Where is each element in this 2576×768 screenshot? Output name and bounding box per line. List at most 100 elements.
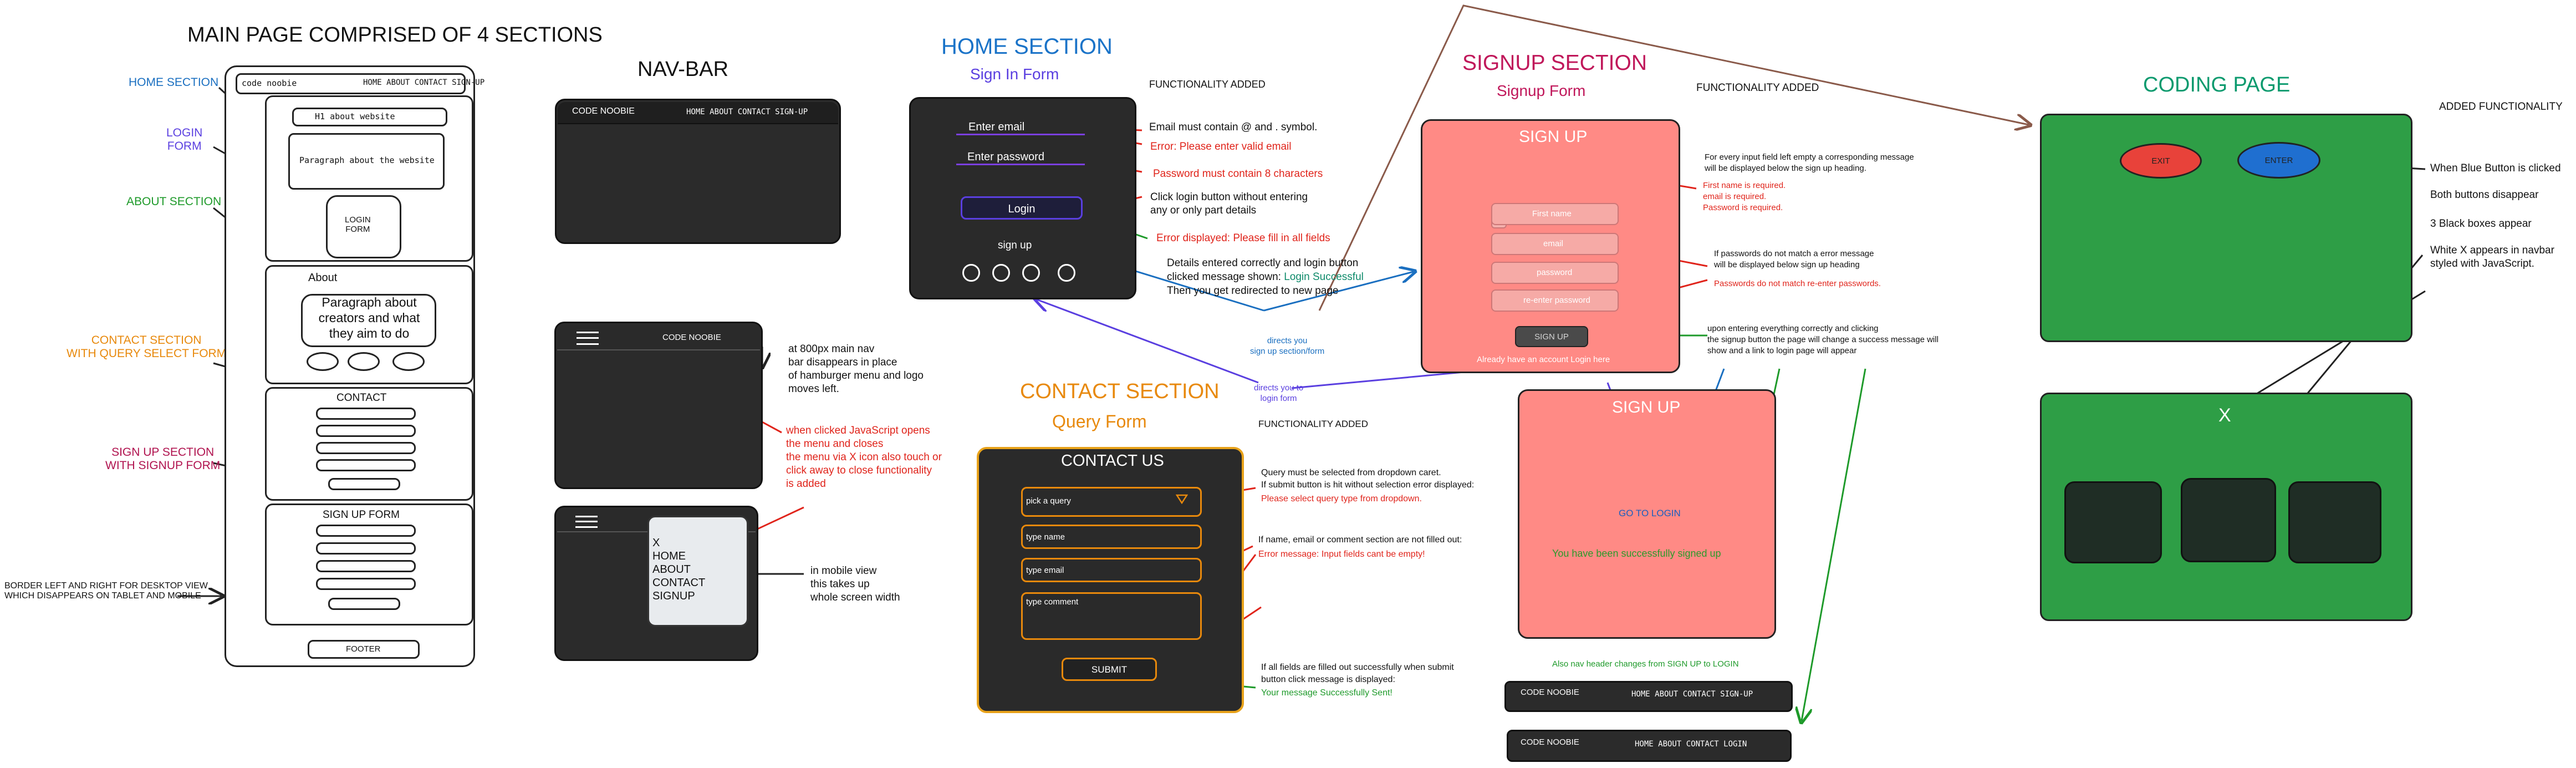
label-home-section: HOME SECTION: [129, 76, 219, 89]
mobile-menu-home[interactable]: HOME: [652, 550, 686, 562]
navbar-title: NAV-BAR: [637, 58, 729, 81]
note-signup-required: First name is required. email is require…: [1703, 181, 1786, 212]
signup-success-message: You have been successfully signed up: [1552, 548, 1721, 559]
code-box: [2288, 481, 2381, 563]
note-contact-success-msg: Your message Successfully Sent!: [1261, 688, 1392, 698]
wireframe-nav-logo: code noobie: [242, 78, 297, 88]
wireframe-title: MAIN PAGE COMPRISED OF 4 SECTIONS: [187, 23, 603, 47]
wireframe-h1: [292, 108, 447, 126]
signup-functionality-heading: FUNCTIONALITY ADDED: [1696, 82, 1819, 94]
note-coding-x: White X appears in navbar styled with Ja…: [2430, 245, 2554, 269]
note-navbar-800: at 800px main nav bar disappears in plac…: [788, 343, 924, 395]
social-circle[interactable]: [962, 264, 980, 282]
signup-nav-after-links: HOME ABOUT CONTACT LOGIN: [1635, 740, 1747, 749]
label-about-section: ABOUT SECTION: [126, 195, 222, 208]
note-signup-match-error: Passwords do not match re-enter password…: [1714, 279, 1881, 288]
email-input-contact[interactable]: type email: [1021, 558, 1202, 582]
query-select-value: pick a query: [1026, 496, 1071, 506]
signup-nav-before-links: HOME ABOUT CONTACT SIGN-UP: [1631, 690, 1753, 699]
social-circle[interactable]: [992, 264, 1010, 282]
wireframe-contact-field: [316, 425, 416, 437]
repassword-input-signup[interactable]: re-enter password: [1491, 289, 1619, 312]
note-email: Email must contain @ and . symbol.: [1149, 121, 1318, 133]
home-section-title: HOME SECTION: [941, 34, 1113, 59]
wireframe-about-text: Paragraph about creators and what they a…: [318, 295, 420, 340]
wireframe-contact-field: [316, 408, 416, 420]
wireframe-signup-field: [316, 525, 416, 537]
firstname-input[interactable]: First name: [1491, 203, 1619, 225]
close-icon[interactable]: X: [2218, 405, 2231, 426]
signup-link[interactable]: sign up: [998, 240, 1032, 251]
name-input[interactable]: type name: [1021, 525, 1202, 549]
login-here-link[interactable]: Already have an account Login here: [1477, 355, 1610, 364]
mobile-menu-close[interactable]: X: [652, 537, 660, 549]
social-circle[interactable]: [1058, 264, 1075, 282]
caret-down-icon[interactable]: [1176, 494, 1188, 504]
contact-section-title: CONTACT SECTION: [1020, 380, 1220, 403]
comment-input[interactable]: type comment: [1021, 592, 1202, 640]
submit-button[interactable]: SUBMIT: [1062, 658, 1157, 681]
enter-button[interactable]: ENTER: [2237, 142, 2320, 179]
wireframe-signup-field: [316, 542, 416, 555]
signup-nav-before-logo: CODE NOOBIE: [1521, 688, 1579, 697]
coding-page-title: CODING PAGE: [2143, 73, 2291, 96]
label-signup-section: SIGN UP SECTION WITH SIGNUP FORM: [105, 446, 221, 472]
email-input-signup[interactable]: email: [1491, 233, 1619, 255]
note-signup-match: If passwords do not match a error messag…: [1714, 249, 1874, 269]
note-coding-blue: When Blue Button is clicked: [2430, 162, 2561, 174]
contact-functionality-heading: FUNCTIONALITY ADDED: [1258, 419, 1369, 429]
label-login-form: LOGIN FORM: [166, 126, 203, 152]
home-functionality-heading: FUNCTIONALITY ADDED: [1149, 79, 1266, 90]
email-input[interactable]: Enter email: [956, 121, 1085, 135]
navbar-desktop-links: HOME ABOUT CONTACT SIGN-UP: [686, 108, 808, 116]
note-query-error: Please select query type from dropdown.: [1261, 494, 1422, 503]
note-directs-signup: directs you sign up section/form: [1250, 336, 1325, 356]
note-password: Password must contain 8 characters: [1153, 168, 1323, 180]
mobile-menu-about[interactable]: ABOUT: [652, 563, 691, 576]
signup-nav-after-logo: CODE NOOBIE: [1521, 738, 1579, 747]
wireframe-contact-field: [316, 459, 416, 471]
hamburger-icon[interactable]: [575, 516, 598, 528]
navbar-desktop-logo: CODE NOOBIE: [572, 106, 635, 116]
wireframe-signup-title: SIGN UP FORM: [323, 509, 400, 521]
signup-section-subtitle: Signup Form: [1497, 82, 1586, 99]
note-signup-empty: For every input field left empty a corre…: [1705, 152, 1914, 173]
signup-success-mock: [1518, 389, 1776, 639]
wireframe-contact-title: CONTACT: [336, 392, 387, 404]
wireframe-footer: [308, 640, 420, 659]
note-query: Query must be selected from dropdown car…: [1261, 468, 1475, 490]
password-input-signup[interactable]: password: [1491, 262, 1619, 284]
wireframe-signup-field: [316, 560, 416, 572]
coding-added-heading: ADDED FUNCTIONALITY: [2439, 101, 2563, 113]
note-contact-success: If all fields are filled out successfull…: [1261, 663, 1454, 684]
query-select[interactable]: pick a query: [1021, 487, 1202, 517]
wireframe-about-circle: [392, 352, 425, 371]
note-contact-empty: If name, email or comment section are no…: [1258, 535, 1462, 545]
comment-input-placeholder: type comment: [1026, 597, 1079, 607]
wireframe-about-title: About: [308, 272, 338, 284]
note-nav-change: Also nav header changes from SIGN UP to …: [1552, 659, 1739, 669]
goto-login-link[interactable]: GO TO LOGIN: [1619, 508, 1681, 518]
signup-button[interactable]: SIGN UP: [1515, 326, 1588, 347]
social-circle[interactable]: [1022, 264, 1040, 282]
wireframe-about-paragraph: [301, 294, 436, 347]
wireframe-contact-field: [316, 442, 416, 454]
note-navbar-js: when clicked JavaScript opens the menu a…: [786, 425, 942, 490]
wireframe-paragraph: [288, 133, 445, 190]
password-input[interactable]: Enter password: [956, 151, 1085, 165]
wireframe-about-circle: [348, 352, 380, 371]
note-contact-empty-error: Error message: Input fields cant be empt…: [1258, 550, 1425, 559]
wireframe-footer-text: FOOTER: [346, 644, 381, 654]
exit-button[interactable]: EXIT: [2120, 143, 2202, 179]
mobile-menu-signup[interactable]: SIGNUP: [652, 590, 695, 602]
login-button[interactable]: Login: [961, 196, 1083, 220]
navbar-desktop-bar: [558, 102, 838, 124]
wireframe-contact-button: [328, 478, 400, 490]
note-directs-login: directs you to login form: [1254, 383, 1304, 403]
wireframe-paragraph-text: Paragraph about the website: [299, 155, 435, 165]
signup-success-title: SIGN UP: [1612, 398, 1681, 416]
hamburger-icon[interactable]: [577, 332, 599, 345]
note-login-click: Click login button without entering any …: [1150, 191, 1308, 216]
mobile-menu-contact[interactable]: CONTACT: [652, 577, 706, 589]
code-box: [2064, 481, 2162, 563]
